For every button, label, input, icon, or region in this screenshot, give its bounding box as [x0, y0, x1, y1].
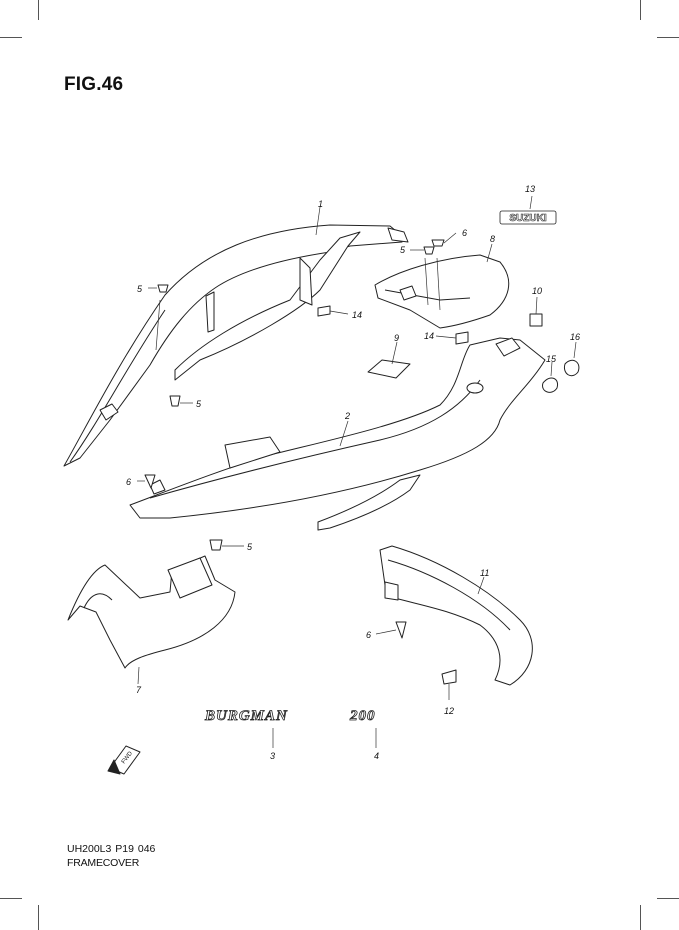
- callout-numbers: 1 2 3 4 5 5 5 5 6 6 6 7 8 9 10 11 12 13 …: [126, 184, 580, 761]
- crop-mark-left-top: [0, 37, 22, 38]
- callout-9: 9: [394, 333, 399, 343]
- callout-1: 1: [318, 199, 323, 209]
- side-protector-part-11: [379, 545, 533, 686]
- callout-6-c: 6: [366, 630, 371, 640]
- callout-7: 7: [136, 685, 142, 695]
- drawing-name: FRAMECOVER: [67, 857, 140, 869]
- suzuki-emblem-part-13: SUZUKI: [499, 210, 557, 225]
- model-200-badge-text: 200: [349, 708, 376, 724]
- crop-mark-bottom-left: [38, 905, 39, 930]
- callout-16: 16: [570, 332, 580, 342]
- burgman-emblem-part-3: BURGMAN: [204, 708, 288, 725]
- model-200-emblem-part-4: 200: [349, 708, 376, 725]
- callout-5-c: 5: [247, 542, 253, 552]
- pad-part-9: [367, 359, 411, 379]
- crop-mark-left-bottom: [0, 898, 22, 899]
- crop-mark-top-right: [640, 0, 641, 20]
- figure-title: FIG.46: [64, 74, 124, 95]
- fwd-arrow: [107, 745, 141, 775]
- side-rail-cover-part-1: [63, 224, 409, 467]
- callout-14-b: 14: [424, 331, 434, 341]
- fasteners: [144, 239, 580, 685]
- callout-8: 8: [490, 234, 495, 244]
- rear-frame-cover-part-2: [129, 337, 546, 531]
- callout-11: 11: [480, 568, 489, 578]
- callout-2: 2: [344, 411, 350, 421]
- crop-mark-top-left: [38, 0, 39, 20]
- callout-4: 4: [374, 751, 379, 761]
- drawing-code: UH200L3 P19 046: [67, 843, 156, 855]
- callout-3: 3: [270, 751, 275, 761]
- callout-6-a: 6: [462, 228, 467, 238]
- front-lower-cover-part-7: [67, 555, 236, 669]
- callout-15: 15: [546, 354, 557, 364]
- callout-5-a: 5: [137, 284, 143, 294]
- suzuki-badge-text: SUZUKI: [509, 213, 546, 224]
- crop-mark-bottom-right: [640, 905, 641, 930]
- callout-5-b: 5: [196, 399, 202, 409]
- callout-14-a: 14: [352, 310, 362, 320]
- callout-6-b: 6: [126, 477, 131, 487]
- crop-mark-right-bottom: [657, 898, 679, 899]
- callout-5-d: 5: [400, 245, 406, 255]
- callout-13: 13: [525, 184, 535, 194]
- tail-cover-part-8: [374, 254, 510, 329]
- callout-10: 10: [532, 286, 542, 296]
- callout-12: 12: [444, 706, 454, 716]
- burgman-badge-text: BURGMAN: [204, 708, 288, 724]
- crop-mark-right-top: [657, 37, 679, 38]
- leader-lines: [137, 195, 577, 748]
